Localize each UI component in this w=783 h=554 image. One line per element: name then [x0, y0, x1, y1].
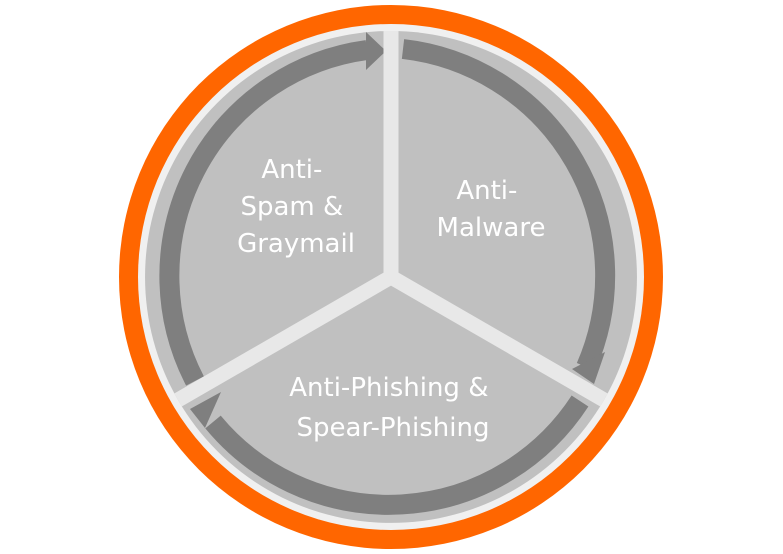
arrowhead-left	[190, 392, 221, 428]
cycle-arrows	[159, 39, 616, 515]
segment-label-line: Anti-	[261, 155, 322, 185]
sector-anti-phishing	[178, 277, 604, 523]
cycle-arc-spam-to-malware	[159, 40, 369, 386]
segment-label-line: Anti-Phishing &	[289, 373, 488, 403]
segment-label-anti-malware: Anti- Malware	[437, 176, 546, 243]
segment-label-line: Graymail	[237, 229, 355, 259]
divider-right	[387, 270, 608, 407]
segment-label-line: Spam &	[240, 192, 343, 222]
segment-label-anti-spam: Anti- Spam & Graymail	[237, 155, 355, 259]
cycle-arc-phishing-to-spam	[205, 395, 589, 515]
arrowhead-right	[572, 352, 605, 384]
arrowheads	[190, 32, 605, 428]
segment-label-line: Malware	[437, 213, 546, 243]
arrowhead-top	[366, 32, 386, 70]
segment-label-anti-phishing: Anti-Phishing & Spear-Phishing	[289, 373, 496, 443]
segment-label-line: Anti-	[456, 176, 517, 206]
divider-left	[174, 270, 395, 407]
segment-label-line: Spear-Phishing	[297, 413, 490, 443]
cycle-arc-malware-to-phishing	[401, 39, 616, 372]
dividers	[174, 31, 608, 407]
